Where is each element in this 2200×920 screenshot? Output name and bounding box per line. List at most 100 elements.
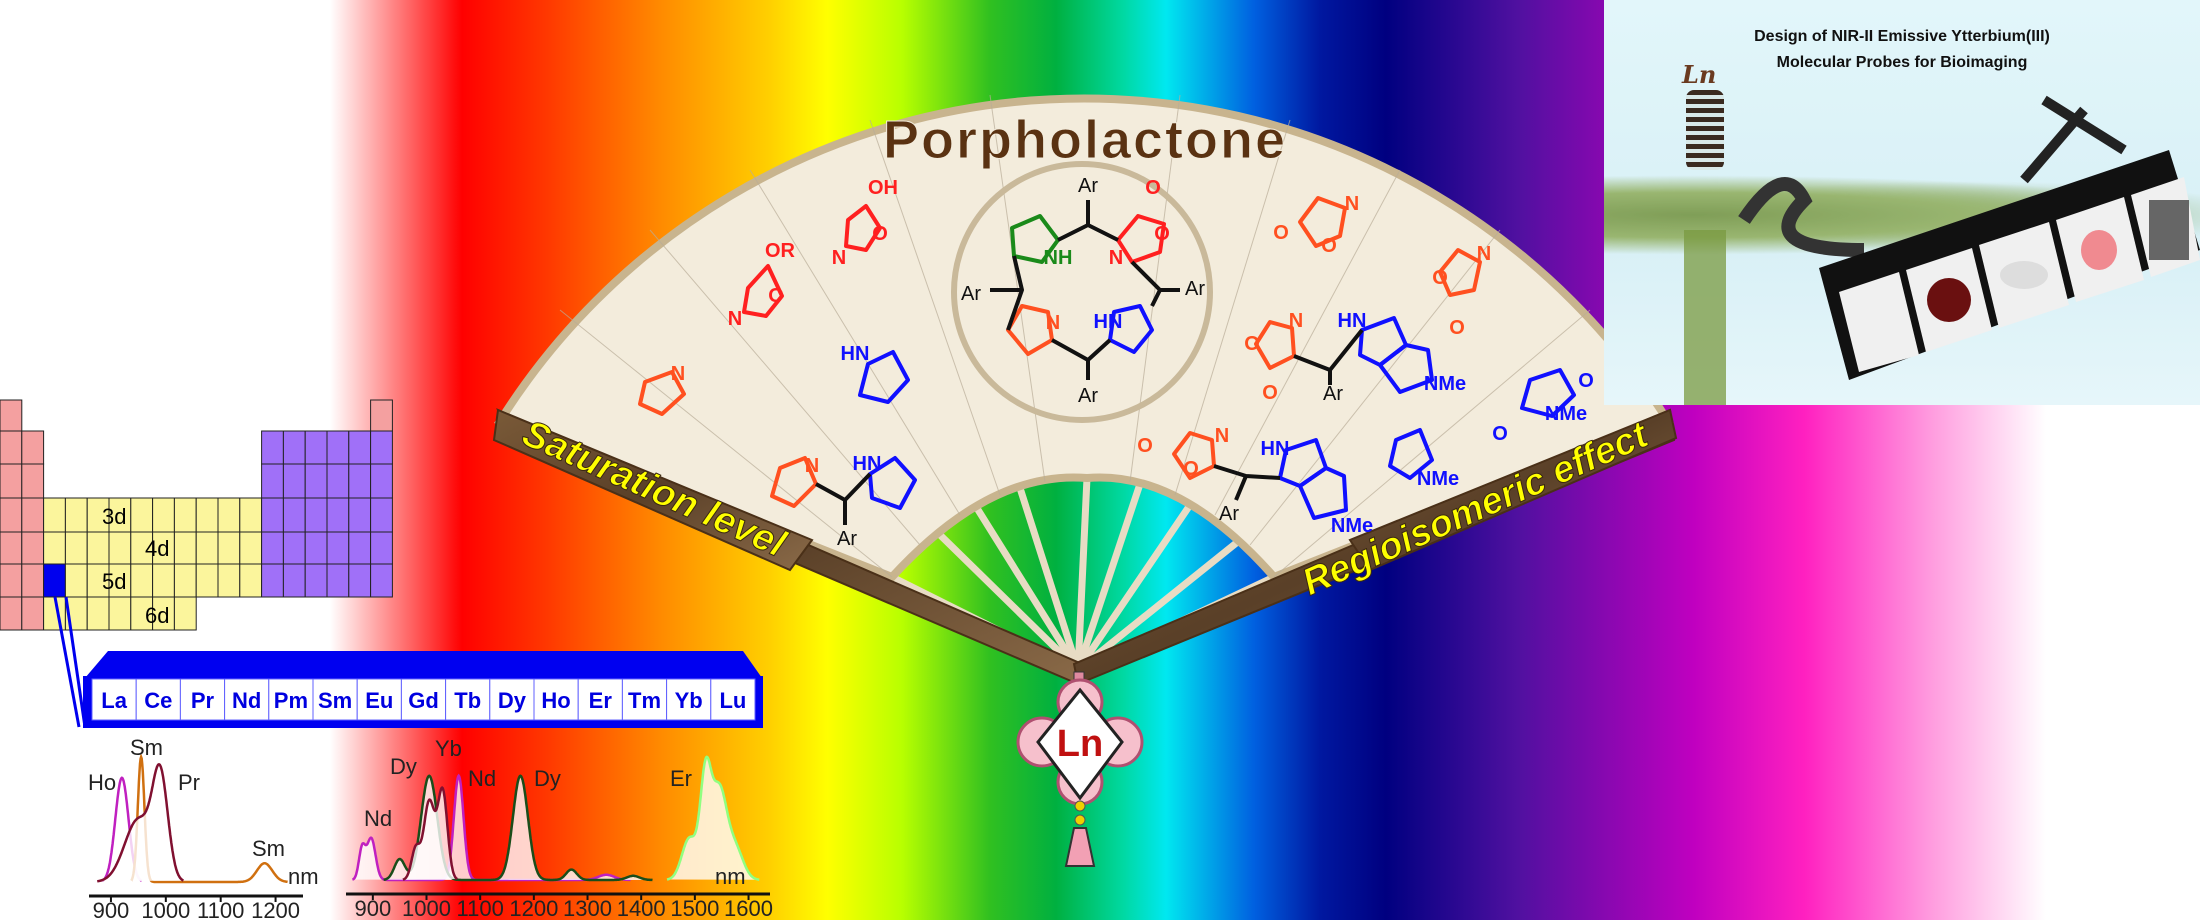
spectrum-label-pr: Pr (178, 770, 200, 795)
lanthanide-symbol: Lu (719, 688, 746, 713)
atom-label: O (1492, 423, 1508, 445)
tree-trunk (1684, 230, 1726, 405)
d-block-cell (173, 596, 197, 631)
molecule-structures (638, 196, 1576, 525)
spectrum-label-ho: Ho (88, 770, 116, 795)
lanthanide-symbol: Nd (232, 688, 261, 713)
atom-label: N (1345, 193, 1359, 215)
pagoda (1686, 90, 1724, 170)
block-label-5d: 5d (102, 569, 126, 594)
lanthanide-cell-er (577, 678, 623, 721)
atom-label: NH (1044, 247, 1073, 269)
pyrrole-ring-orange (1006, 304, 1054, 356)
spectrum-fill-er (667, 756, 760, 880)
lanthanide-cell-pm (268, 678, 314, 721)
atom-label: O (1244, 333, 1260, 355)
atom-label: O (1262, 382, 1278, 404)
right-guard-stick-top (1348, 408, 1678, 572)
lanthanide-symbol: Gd (408, 688, 439, 713)
spectrum-fill-pr (97, 764, 184, 882)
p-block-cell (370, 563, 393, 598)
mouse-image (2000, 261, 2048, 289)
p-block-cell (370, 399, 393, 432)
x-tick-label: 1200 (251, 898, 300, 920)
atom-label: Ar (1323, 383, 1343, 405)
lanthanide-symbol: Pm (274, 688, 308, 713)
atom-label: HN (841, 343, 870, 365)
connector-line (64, 596, 87, 728)
atom-label: HN (853, 453, 882, 475)
atom-label: O (1432, 267, 1448, 289)
spectrum-fill-yb (402, 787, 458, 880)
inset-logo-ln: Ln (1682, 60, 1717, 89)
lanthanide-symbol: Tb (454, 688, 481, 713)
atom-label: HN (1261, 438, 1290, 460)
atom-label: N (728, 308, 742, 330)
atom-label: Ar (1078, 175, 1098, 197)
spectrum-label-nd-2: Nd (468, 766, 496, 791)
lanthanide-cell-sm (312, 678, 358, 721)
lanthanide-cell-ho (533, 678, 579, 721)
lanthanide-bar-top (85, 651, 762, 678)
lanthanide-symbol: Ho (541, 688, 570, 713)
lanthanide-cell-tm (621, 678, 668, 721)
lanthanide-symbol: Tm (628, 688, 661, 713)
atom-label: N (1046, 312, 1060, 334)
fan-paper-folds (559, 94, 1591, 578)
left-guard-stick-top (492, 408, 814, 572)
atom-label: O (768, 285, 784, 307)
atom-label: Ar (961, 283, 981, 305)
spectrum-label-er: Er (670, 766, 692, 791)
lanthanide-symbol: Ce (144, 688, 172, 713)
spectrum-label-yb: Yb (435, 736, 462, 761)
inset-title-line1: Design of NIR-II Emissive Ytterbium(III) (1754, 28, 2050, 45)
spectrum-line-sm (130, 752, 288, 884)
inset-title-line2: Molecular Probes for Bioimaging (1776, 54, 2028, 71)
x-tick-label: 1000 (402, 896, 451, 920)
lanthanide-symbol: Yb (675, 688, 703, 713)
lanthanide-cell-nd (224, 678, 270, 721)
film-strip (1738, 95, 2200, 380)
atom-label: O (1183, 458, 1199, 480)
xray-image (2149, 200, 2189, 260)
pyrrole-ring-green (1010, 214, 1060, 264)
atom-label: OH (868, 177, 898, 199)
block-label-6d: 6d (145, 603, 169, 628)
lanthanide-cell-tb (445, 678, 491, 721)
atom-label: O (1273, 222, 1289, 244)
spectrum-line-yb (402, 785, 458, 881)
cell-image (1927, 278, 1971, 322)
atom-label: N (671, 363, 685, 385)
connector-line (53, 596, 81, 728)
lanthanide-cell-gd (400, 678, 447, 721)
lactone-ring-red (1116, 214, 1166, 264)
stomach-image (2081, 230, 2117, 270)
lanthanide-symbol: La (101, 688, 127, 713)
spectrum-label-nd: Nd (364, 806, 392, 831)
spectrum-label-dy-2: Dy (534, 766, 561, 791)
x-tick-label: 1300 (563, 896, 612, 920)
lanthanide-cell-lu (710, 678, 756, 721)
spectrum-line-dy (383, 774, 653, 882)
atom-label: Ar (1219, 503, 1239, 525)
pyrrole-ring-blue (1108, 304, 1154, 354)
atom-label: O (1137, 435, 1153, 457)
atom-label: N (1109, 247, 1123, 269)
atom-label: N (1289, 310, 1303, 332)
atom-label: O (1449, 317, 1465, 339)
atom-label: N (832, 247, 846, 269)
atom-label: N (805, 455, 819, 477)
block-label-4d: 4d (145, 536, 169, 561)
x-tick-label: 1200 (509, 896, 558, 920)
atom-label: OR (765, 240, 796, 262)
atom-label: O (1154, 223, 1170, 245)
lanthanide-cell-yb (666, 678, 712, 721)
atom-label: NMe (1331, 515, 1373, 537)
atom-label: NMe (1417, 468, 1459, 490)
bioimaging-inset: Ln Design of NIR-II Emissive Ytterbium(I… (1604, 0, 2200, 405)
